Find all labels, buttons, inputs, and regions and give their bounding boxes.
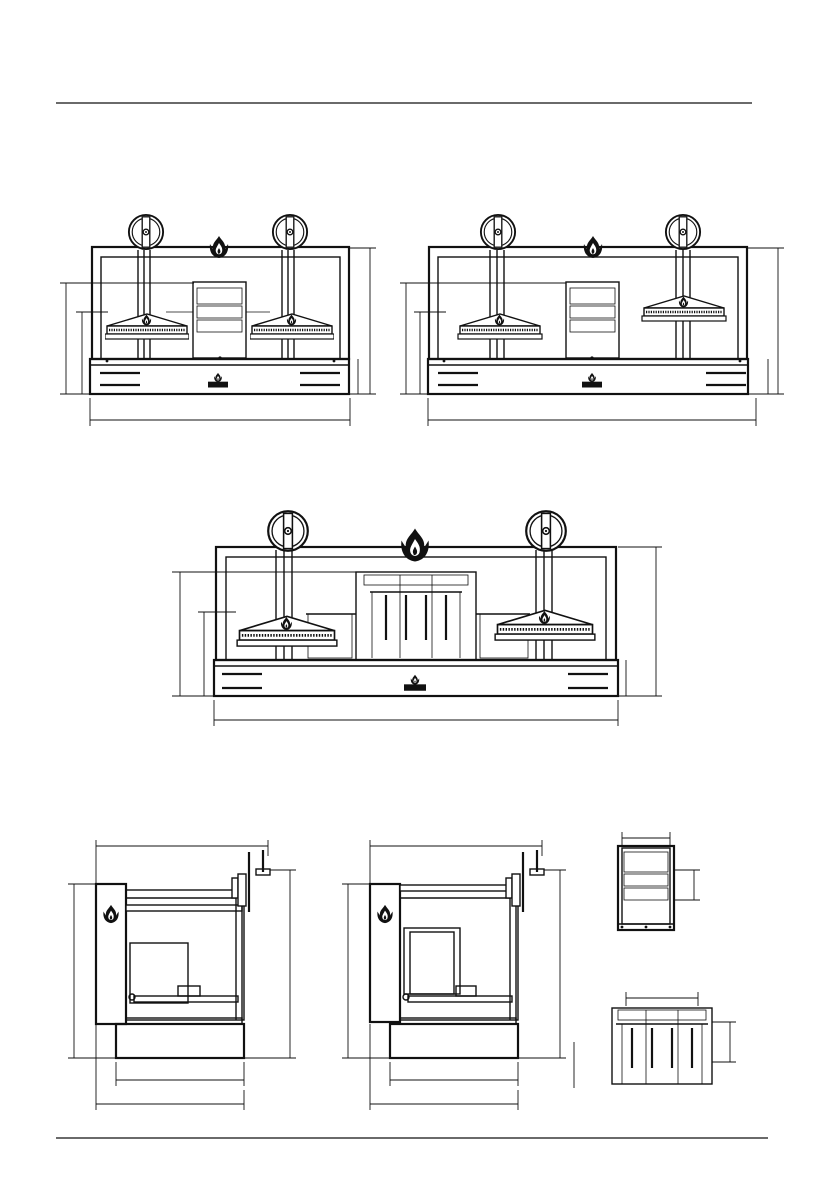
front-view-3 — [172, 511, 662, 726]
warming-drawer-detail — [618, 832, 700, 930]
front-view-2 — [400, 215, 784, 426]
front-view-1 — [60, 215, 376, 426]
side-view-2 — [342, 840, 574, 1110]
rotisserie-rack-detail — [612, 992, 736, 1084]
side-view-1 — [68, 840, 296, 1110]
